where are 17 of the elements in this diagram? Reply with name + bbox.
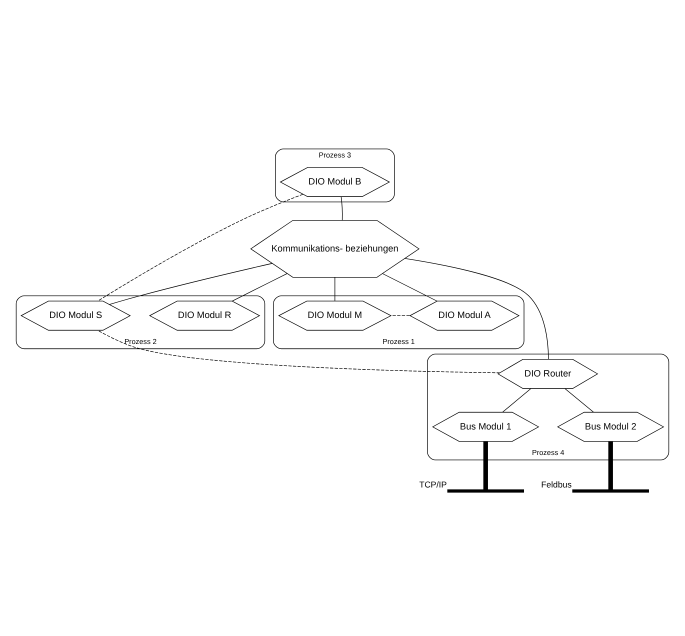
node-label: TCP/IP: [419, 479, 447, 490]
connector: [109, 263, 273, 305]
connector: [564, 388, 594, 412]
connector: [98, 194, 304, 302]
connector: [382, 273, 438, 302]
node-bar: [572, 489, 649, 493]
connector: [483, 441, 488, 490]
connector: [232, 273, 288, 302]
node-label: Feldbus: [541, 479, 572, 490]
connector: [502, 388, 532, 412]
connector: [334, 276, 336, 302]
connector: [404, 258, 549, 360]
connector: [97, 330, 500, 374]
node-bar: [447, 489, 524, 493]
connector: [340, 196, 343, 221]
connector: [608, 441, 613, 490]
connector: [390, 315, 410, 316]
